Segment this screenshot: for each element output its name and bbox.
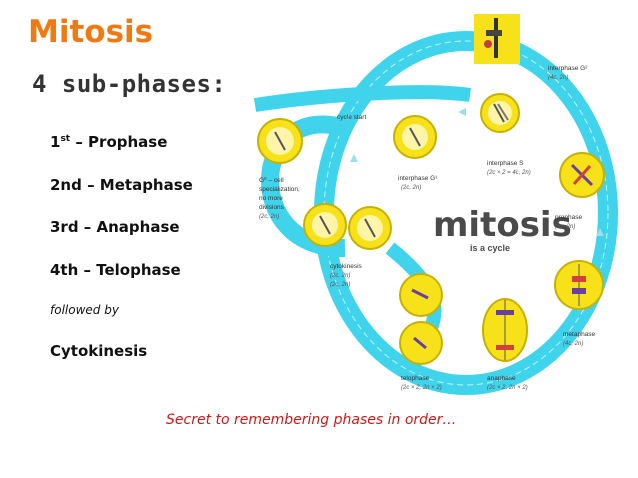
cell-cytokinesis-b xyxy=(348,206,392,250)
slide-subtitle: 4 sub-phases: xyxy=(32,70,227,98)
cell-interphase-g2-inset xyxy=(474,14,520,64)
phase-item-anaphase: 3rd – Anaphase xyxy=(50,218,180,236)
cell-g0 xyxy=(257,118,303,164)
cell-telophase-bottom xyxy=(399,321,443,365)
label-anaphase-c: (2c × 2, 2n × 2) xyxy=(487,385,528,391)
cycle-start-label: cycle start xyxy=(337,114,366,121)
label-cytokinesis: cytokinesis xyxy=(330,263,363,270)
label-g0-line2: specialization, xyxy=(259,186,300,193)
phase-item-telophase: 4th – Telophase xyxy=(50,261,181,279)
cell-interphase-g2 xyxy=(480,93,520,133)
label-metaphase: metaphase xyxy=(563,331,596,338)
label-anaphase: anaphase xyxy=(487,375,516,382)
phase-ordinal: 1 xyxy=(50,133,61,151)
label-g0-c: (2c, 2n) xyxy=(259,214,279,220)
followed-by-label: followed by xyxy=(50,303,119,317)
cytokinesis-label: Cytokinesis xyxy=(50,342,148,360)
slide-title: Mitosis xyxy=(28,14,154,50)
label-g0-line4: divisions xyxy=(259,204,285,211)
phase-label: – Prophase xyxy=(70,133,168,151)
center-title: mitosis xyxy=(433,205,572,245)
phase-item-metaphase: 2nd – Metaphase xyxy=(50,176,193,194)
label-interphase-g2: interphase G² xyxy=(548,65,588,72)
cell-interphase-g1 xyxy=(393,115,437,159)
label-cytokinesis-c2: (2c, 2n) xyxy=(330,282,350,288)
label-interphase-g2-c: (4c, 2n) xyxy=(548,75,568,81)
phase-ordinal-suffix: st xyxy=(60,134,71,144)
label-prophase: prophase xyxy=(555,214,582,221)
cell-metaphase xyxy=(554,260,604,310)
label-telophase-c: (2c × 2, 2n × 2) xyxy=(401,385,442,391)
label-prophase-c: (4c, 2n) xyxy=(555,224,575,230)
center-subtitle: is a cycle xyxy=(470,243,510,253)
cell-telophase-top xyxy=(399,273,443,317)
label-telophase: telophase xyxy=(401,375,430,382)
label-g0-line1: G⁰ – cell xyxy=(259,176,284,184)
cell-cytokinesis-a xyxy=(303,203,347,247)
cell-anaphase xyxy=(482,298,528,362)
label-interphase-g1: interphase G¹ xyxy=(398,175,438,182)
label-cytokinesis-c1: (2c, 2n) xyxy=(330,273,350,279)
label-interphase-s-c: (2c × 2 = 4c, 2n) xyxy=(487,170,531,176)
label-interphase-s: interphase S xyxy=(487,160,524,167)
phase-item-prophase: 1st – Prophase xyxy=(50,133,167,151)
label-interphase-g1-c: (2c, 2n) xyxy=(401,185,421,191)
label-metaphase-c: (4c, 2n) xyxy=(563,341,583,347)
label-g0-line3: no more xyxy=(259,195,283,202)
cell-prophase xyxy=(559,152,605,198)
secret-note: Secret to remembering phases in order… xyxy=(166,412,457,428)
